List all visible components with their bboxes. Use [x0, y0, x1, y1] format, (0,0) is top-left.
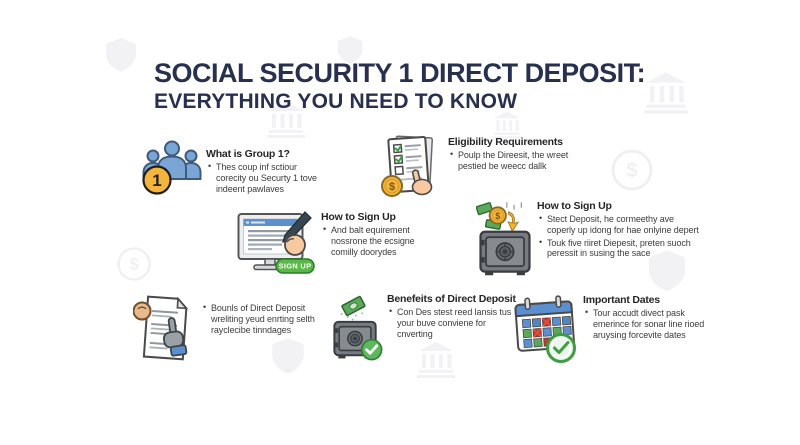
check-badge	[360, 338, 383, 361]
pointing-hand	[411, 169, 433, 196]
svg-text:$: $	[626, 160, 637, 182]
bullet-item: Touk five riiret Diepesit, preten suoch …	[539, 237, 699, 260]
browser-bar	[243, 219, 298, 226]
dollar-sign: $	[495, 211, 500, 221]
dollar-coin-watermark-icon: $	[117, 247, 151, 281]
bullet-item: Poulp the Direesit, the wreet pestied be…	[450, 149, 584, 172]
page-subtitle: EVERYTHING YOU NEED TO KNOW	[154, 90, 518, 113]
section-how-to-sign-up-online: SIGN UP How to Sign Up And balt equireme…	[237, 211, 423, 279]
section-heading: Eligibility Requirements	[448, 136, 563, 148]
section-heading: How to Sign Up	[321, 211, 396, 223]
dollar-sign: $	[389, 181, 395, 193]
check-badge	[546, 333, 576, 363]
sign-up-button[interactable]: SIGN UP	[275, 258, 315, 274]
section-important-dates: Important Dates Tour accudt divect pask …	[514, 293, 705, 365]
sign-up-button-label: SIGN UP	[279, 262, 312, 271]
section-bounls-of-direct-deposit: Bounls of Direct Deposit wreliting yeud …	[133, 294, 339, 372]
number-badge	[142, 165, 172, 195]
section-benefits-of-direct-deposit: Benefeits of Direct Deposit Con Des stes…	[332, 291, 516, 375]
monitor-stand	[264, 258, 276, 266]
safe-deposit-money-icon: $	[476, 197, 534, 281]
bullet-item: Thes coup inf sctiour corecity ou Securt…	[208, 161, 322, 194]
document-hand-icon	[133, 294, 195, 372]
badge-number: 1	[152, 171, 161, 190]
svg-text:$: $	[129, 256, 138, 274]
bullet-item: And balt equirement nossrone the ecsigne…	[323, 224, 423, 257]
writing-hand	[284, 234, 306, 256]
bullet-item: Bounls of Direct Deposit wreliting yeud …	[203, 302, 339, 335]
section-heading: How to Sign Up	[537, 200, 612, 212]
dollar-coin-watermark-icon: $	[611, 149, 653, 191]
section-heading: Benefeits of Direct Deposit	[387, 293, 516, 305]
shield-watermark-icon	[106, 38, 136, 72]
header: SOCIAL SECURITY 1 DIRECT DEPOSIT: EVERYT…	[154, 58, 646, 114]
bullet-item: Stect Deposit, he cormeethy ave coperly …	[539, 213, 699, 236]
bullet-item: Con Des stest reed lansis tus your buve …	[389, 306, 513, 339]
bank-watermark-icon	[644, 72, 688, 114]
group-people-icon: 1	[140, 134, 204, 198]
deposit-arrow	[507, 211, 520, 233]
safe-money-check-icon	[332, 291, 386, 375]
computer-signup-icon: SIGN UP	[237, 211, 317, 279]
bullet-item: Tour accudt divect pask emerince for son…	[585, 307, 705, 340]
page-title: SOCIAL SECURITY 1 DIRECT DEPOSIT:	[154, 58, 646, 88]
x-marks	[532, 317, 552, 338]
calendar-check-icon	[514, 293, 580, 365]
checklist-dollar-icon: $	[381, 134, 439, 198]
section-heading: Important Dates	[583, 294, 660, 306]
section-heading: What is Group 1?	[206, 148, 290, 160]
section-what-is-group-1: 1 What is Group 1? Thes coup inf sctiour…	[140, 134, 322, 198]
cursor-hand	[162, 317, 188, 357]
section-eligibility-requirements: $ Eligibility Requirements Poulp the Dir…	[381, 134, 584, 198]
section-how-to-sign-up-deposit: $ How to Sign Up Stect Deposit, he c	[476, 197, 699, 281]
